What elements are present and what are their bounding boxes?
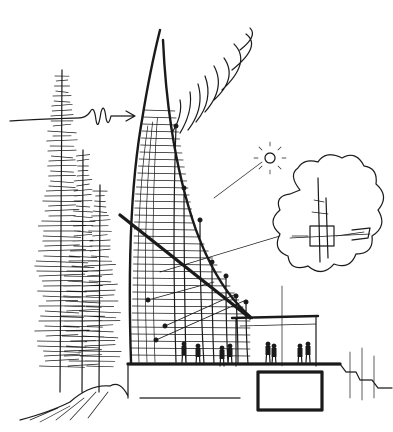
tree-cloud (160, 155, 384, 272)
wind-arrow (10, 108, 135, 124)
sound-wave-arcs (173, 28, 252, 133)
sun-symbol (214, 142, 286, 198)
people-figures (182, 342, 311, 366)
curved-facade (120, 30, 318, 366)
basement-box (140, 372, 322, 410)
